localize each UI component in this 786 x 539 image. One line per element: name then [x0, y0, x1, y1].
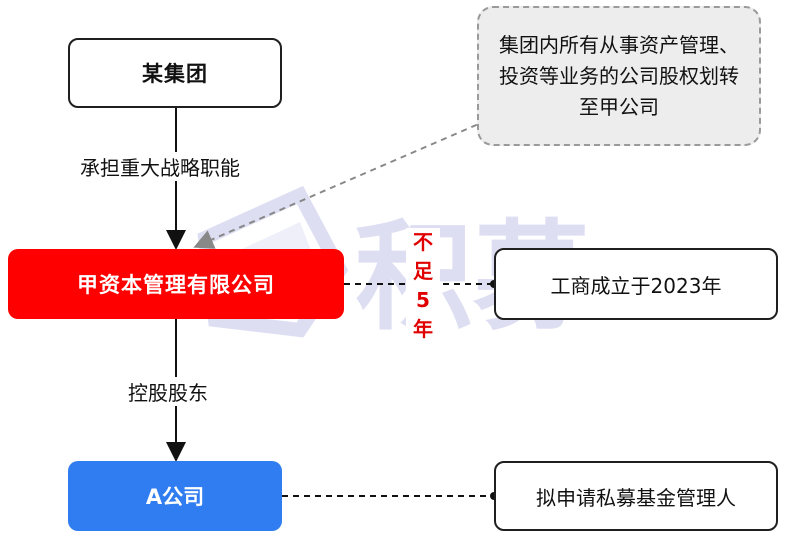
- annotation-char: 不: [413, 230, 433, 254]
- note-apply-manager: 拟申请私募基金管理人: [494, 461, 778, 531]
- note-equity-transfer: 集团内所有从事资产管理、投资等业务的公司股权划转至甲公司: [477, 6, 761, 146]
- node-group: 某集团: [68, 38, 282, 108]
- edge-label-controlling: 控股股东: [126, 377, 210, 406]
- edge-label-undertake: 承担重大战略职能: [78, 152, 242, 181]
- node-jia-capital: 甲资本管理有限公司: [8, 249, 344, 319]
- note-established: 工商成立于2023年: [494, 248, 778, 320]
- node-a-company: A公司: [68, 461, 282, 531]
- annotation-under-5-years: 不 足 5 年: [406, 228, 440, 344]
- annotation-char: 足: [413, 259, 433, 283]
- dashed-arrow-note-to-jia: [193, 115, 498, 249]
- annotation-char: 5: [416, 288, 430, 312]
- annotation-char: 年: [413, 317, 433, 341]
